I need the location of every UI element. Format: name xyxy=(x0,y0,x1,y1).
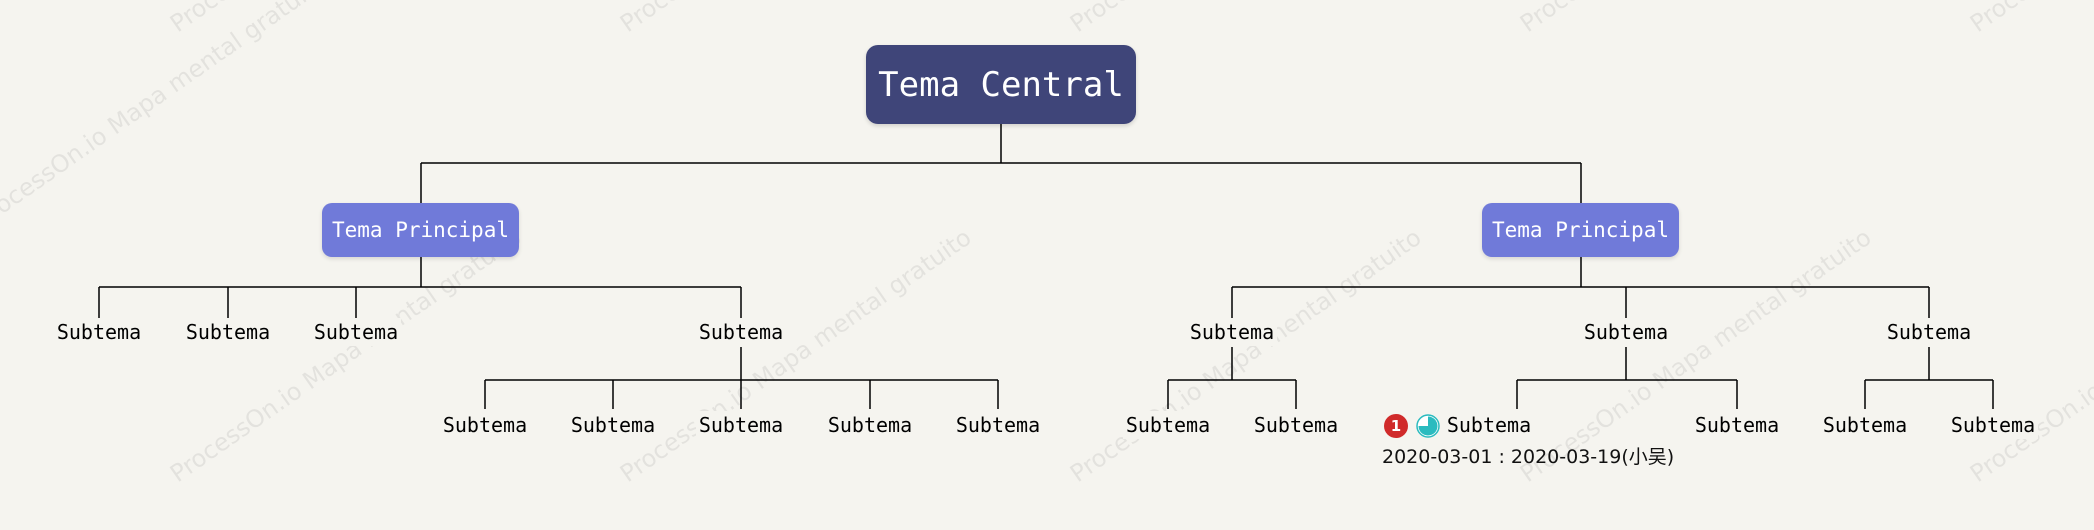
subtopic-child[interactable]: Subtema xyxy=(1692,411,1782,439)
subtopic[interactable]: Subtema xyxy=(1884,318,1974,346)
connector-right-main xyxy=(1231,257,1930,318)
connector-central xyxy=(420,124,1582,203)
subtopic-child[interactable]: Subtema xyxy=(440,411,530,439)
subtopic-child[interactable]: Subtema xyxy=(953,411,1043,439)
subtopic-child-task[interactable]: Subtema xyxy=(1444,411,1534,439)
connector-right-sub2 xyxy=(1516,347,1738,409)
subtopic-child[interactable]: Subtema xyxy=(696,411,786,439)
subtopic[interactable]: Subtema xyxy=(1187,318,1277,346)
progress-quarter-icon xyxy=(1416,414,1440,438)
subtopic-child[interactable]: Subtema xyxy=(568,411,658,439)
connector-left-sub4 xyxy=(484,347,999,409)
subtopic-child[interactable]: Subtema xyxy=(825,411,915,439)
connector-right-sub3 xyxy=(1864,347,1994,409)
subtopic-child[interactable]: Subtema xyxy=(1820,411,1910,439)
subtopic[interactable]: Subtema xyxy=(54,318,144,346)
subtopic[interactable]: Subtema xyxy=(1581,318,1671,346)
priority-1-icon: 1 xyxy=(1384,414,1408,438)
subtopic-child[interactable]: Subtema xyxy=(1123,411,1213,439)
connector-right-sub1 xyxy=(1167,347,1297,409)
subtopic[interactable]: Subtema xyxy=(311,318,401,346)
central-topic[interactable]: Tema Central xyxy=(866,45,1136,124)
main-topic-left[interactable]: Tema Principal xyxy=(322,203,519,257)
subtopic-child[interactable]: Subtema xyxy=(1251,411,1341,439)
subtopic[interactable]: Subtema xyxy=(696,318,786,346)
connector-left-main xyxy=(98,257,742,318)
task-date-note: 2020-03-01 : 2020-03-19(小吴) xyxy=(1382,446,1675,468)
main-topic-right[interactable]: Tema Principal xyxy=(1482,203,1679,257)
subtopic[interactable]: Subtema xyxy=(183,318,273,346)
subtopic-child[interactable]: Subtema xyxy=(1948,411,2038,439)
